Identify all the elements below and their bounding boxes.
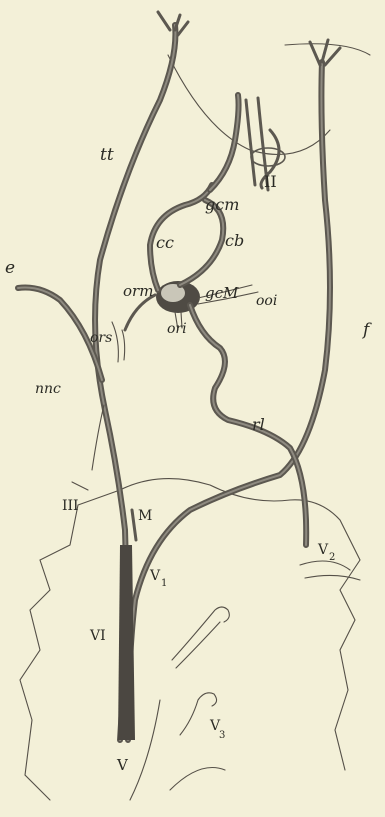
label-gcM: gcM [205, 284, 239, 302]
label-rl: rl [252, 415, 265, 434]
label-V1: V [149, 568, 161, 584]
label-VI: VI [89, 628, 106, 644]
label-nnc: nnc [35, 381, 61, 397]
label-cb: cb [225, 231, 244, 250]
label-cc: cc [156, 233, 174, 252]
optic-ring [251, 148, 285, 166]
nerve-orm [125, 295, 155, 330]
nerve-tt-core [95, 25, 175, 740]
label-M: M [138, 508, 152, 524]
nerve-nnc [92, 405, 104, 470]
label-V2-sub: 2 [329, 552, 335, 563]
label-gcm: gcm [205, 195, 239, 214]
label-V1-sub: 1 [161, 578, 167, 589]
nerve-ors [112, 322, 125, 362]
inner-outline [130, 561, 360, 800]
label-ooi: ooi [256, 293, 277, 309]
nerve-tt [95, 25, 175, 740]
label-V: V [116, 756, 129, 774]
label-II: II [264, 172, 277, 191]
label-V3-sub: 3 [219, 730, 225, 741]
label-tt: tt [100, 145, 114, 165]
label-orm: orm [123, 282, 153, 300]
label-III: III [62, 498, 79, 514]
label-f: f [361, 320, 372, 340]
label-e: e [5, 258, 15, 278]
label-V2: V [317, 542, 329, 558]
nerve-III [72, 482, 88, 490]
nerve-M [132, 510, 136, 540]
nerve-VI-base [118, 545, 135, 740]
label-ori: ori [167, 321, 187, 337]
label-ors: ors [90, 330, 112, 346]
nerve-V1-curl [172, 607, 229, 668]
